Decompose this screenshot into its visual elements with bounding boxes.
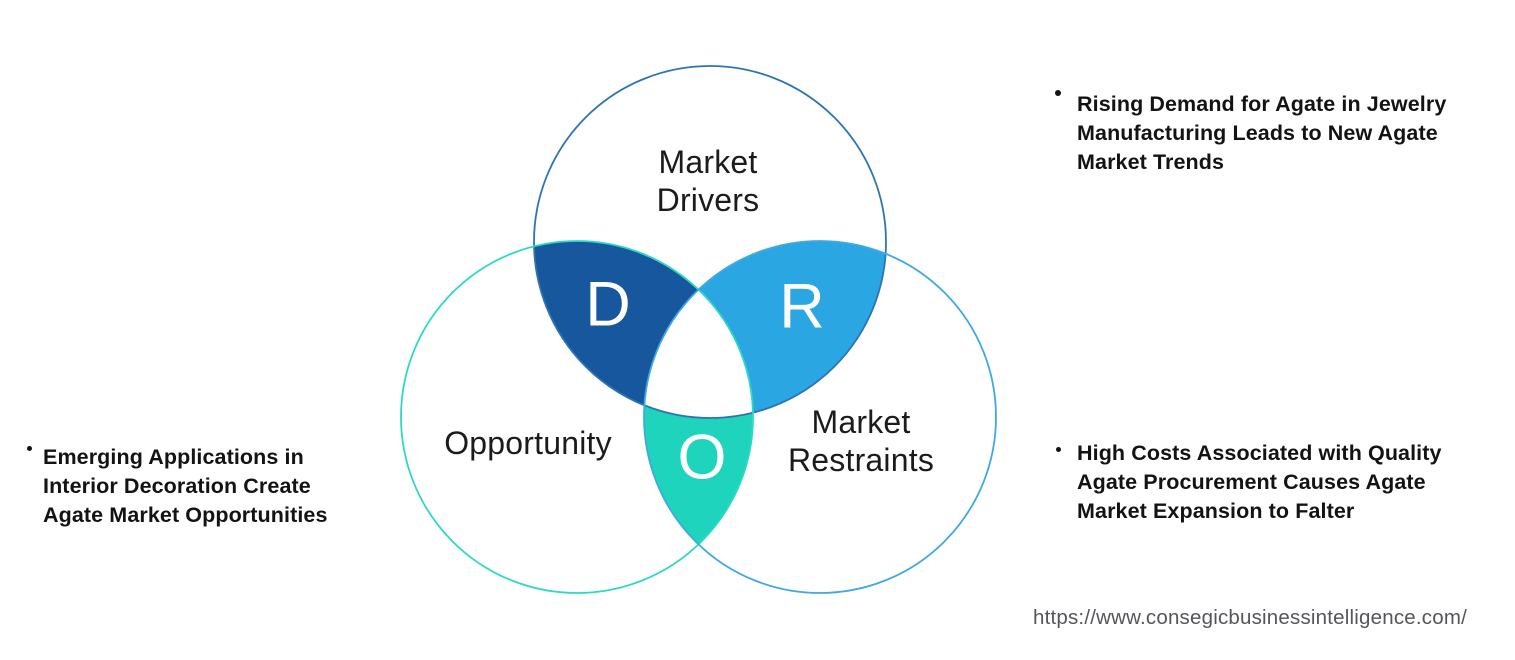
bullet-dot — [1055, 90, 1061, 96]
bullet-right-bottom-text: High Costs Associated with Quality Agate… — [1077, 441, 1442, 523]
bullet-left: Emerging Applications in Interior Decora… — [27, 443, 328, 530]
drivers-circle-outline — [533, 65, 887, 419]
bullet-right-bottom: High Costs Associated with Quality Agate… — [1056, 439, 1442, 526]
footer-url[interactable]: https://www.consegicbusinessintelligence… — [1032, 606, 1467, 629]
opportunity-letter: O — [677, 422, 727, 493]
bullet-left-text: Emerging Applications in Interior Decora… — [43, 445, 328, 527]
bullet-dot — [1056, 447, 1061, 452]
bullet-right-top-text: Rising Demand for Agate in Jewelry Manuf… — [1077, 92, 1447, 174]
bullet-dot — [27, 446, 32, 451]
opportunity-circle-outline — [400, 240, 754, 594]
drivers-label: Market Drivers — [656, 144, 760, 218]
opportunity-label: Opportunity — [444, 425, 612, 461]
restraints-letter: R — [779, 271, 825, 342]
restraints-circle-outline — [643, 240, 997, 594]
drivers-letter: D — [585, 269, 631, 340]
restraints-label: Market Restraints — [787, 404, 935, 478]
bullet-right-top: Rising Demand for Agate in Jewelry Manuf… — [1055, 90, 1447, 177]
